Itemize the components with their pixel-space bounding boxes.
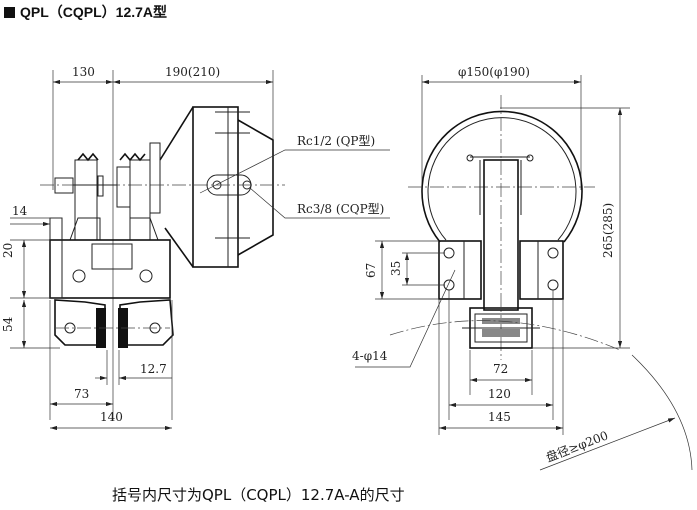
page-title: QPL（CQPL）12.7A型 <box>4 2 167 22</box>
dim-72: 72 <box>493 362 508 376</box>
front-view: φ150(φ190) 67 35 <box>352 65 693 471</box>
dim-120: 120 <box>488 387 511 401</box>
dim-73: 73 <box>74 387 89 401</box>
dim-145: 145 <box>488 410 511 424</box>
port-rc12-label: Rc1/2 (QP型) <box>297 134 375 148</box>
dim-67: 67 <box>364 263 378 278</box>
caption: 括号内尺寸为QPL（CQPL）12.7A-A的尺寸 <box>112 486 405 504</box>
dim-35: 35 <box>389 261 403 276</box>
square-bullet-icon <box>4 7 15 18</box>
dim-height: 265(285) <box>601 203 615 258</box>
title-text: QPL（CQPL）12.7A型 <box>20 4 168 20</box>
disc-diameter-label: 盘径≥φ200 <box>544 427 610 464</box>
port-rc38-label: Rc3/8 (CQP型) <box>297 202 384 216</box>
dim-14: 14 <box>12 204 28 218</box>
dim-130: 130 <box>72 65 95 79</box>
dim-140: 140 <box>100 410 123 424</box>
side-view: 130 190(210) Rc1/2 (QP型) Rc3/8 (CQP型) <box>1 65 390 431</box>
dim-54: 54 <box>1 316 15 332</box>
dim-20: 20 <box>1 243 15 258</box>
dim-12-7: 12.7 <box>140 362 167 376</box>
dim-diameter: φ150(φ190) <box>458 65 530 79</box>
dim-190: 190(210) <box>165 65 220 79</box>
dim-holes: 4-φ14 <box>352 349 388 363</box>
